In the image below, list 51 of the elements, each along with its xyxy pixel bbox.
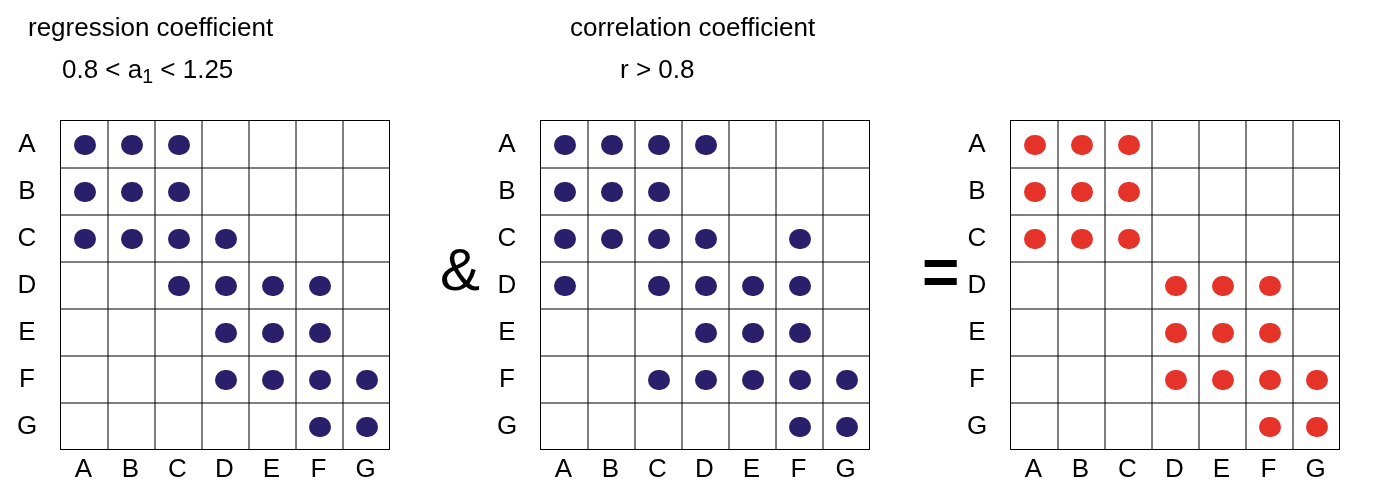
column-label: G — [834, 453, 857, 483]
equals-operator: = — [922, 240, 960, 304]
row-label: D — [496, 269, 518, 299]
row-label: F — [18, 363, 36, 393]
row-label: C — [966, 222, 988, 252]
row-label: E — [17, 316, 37, 346]
column-label: A — [73, 453, 94, 483]
column-label: C — [1117, 453, 1138, 483]
grid-table — [1010, 120, 1340, 450]
column-label: G — [354, 453, 377, 483]
row-label: B — [17, 175, 37, 205]
row-label: E — [497, 316, 517, 346]
row-label: C — [496, 222, 518, 252]
row-label: B — [967, 175, 987, 205]
column-label: A — [553, 453, 574, 483]
row-label: C — [16, 222, 38, 252]
ampersand-operator: & — [440, 240, 481, 300]
row-label: G — [495, 410, 519, 440]
condition-text: r > 0.8 — [620, 53, 695, 86]
row-label: A — [497, 128, 517, 158]
row-label: A — [967, 128, 987, 158]
grid-table — [540, 120, 870, 450]
grid-table — [60, 120, 390, 450]
row-label: D — [966, 269, 988, 299]
row-label: D — [16, 269, 38, 299]
column-label: B — [600, 453, 621, 483]
heading: correlation coefficient — [570, 11, 816, 44]
column-label: F — [1259, 453, 1278, 483]
column-label: C — [167, 453, 188, 483]
column-label: G — [1304, 453, 1327, 483]
row-label: G — [965, 410, 989, 440]
column-label: E — [261, 453, 282, 483]
column-label: E — [741, 453, 762, 483]
column-label: D — [694, 453, 715, 483]
row-label: F — [968, 363, 986, 393]
column-label: B — [1070, 453, 1091, 483]
column-label: F — [789, 453, 808, 483]
column-label: B — [120, 453, 141, 483]
column-label: C — [647, 453, 668, 483]
column-label: A — [1023, 453, 1044, 483]
heading: regression coefficient — [28, 11, 274, 44]
row-label: F — [498, 363, 516, 393]
column-label: E — [1211, 453, 1232, 483]
column-label: D — [1164, 453, 1185, 483]
column-label: D — [214, 453, 235, 483]
column-label: F — [309, 453, 328, 483]
row-label: B — [497, 175, 517, 205]
row-label: G — [15, 410, 39, 440]
row-label: E — [967, 316, 987, 346]
condition-text: 0.8 < a$_{1}$ < 1.25 — [62, 53, 234, 89]
row-label: A — [17, 128, 37, 158]
